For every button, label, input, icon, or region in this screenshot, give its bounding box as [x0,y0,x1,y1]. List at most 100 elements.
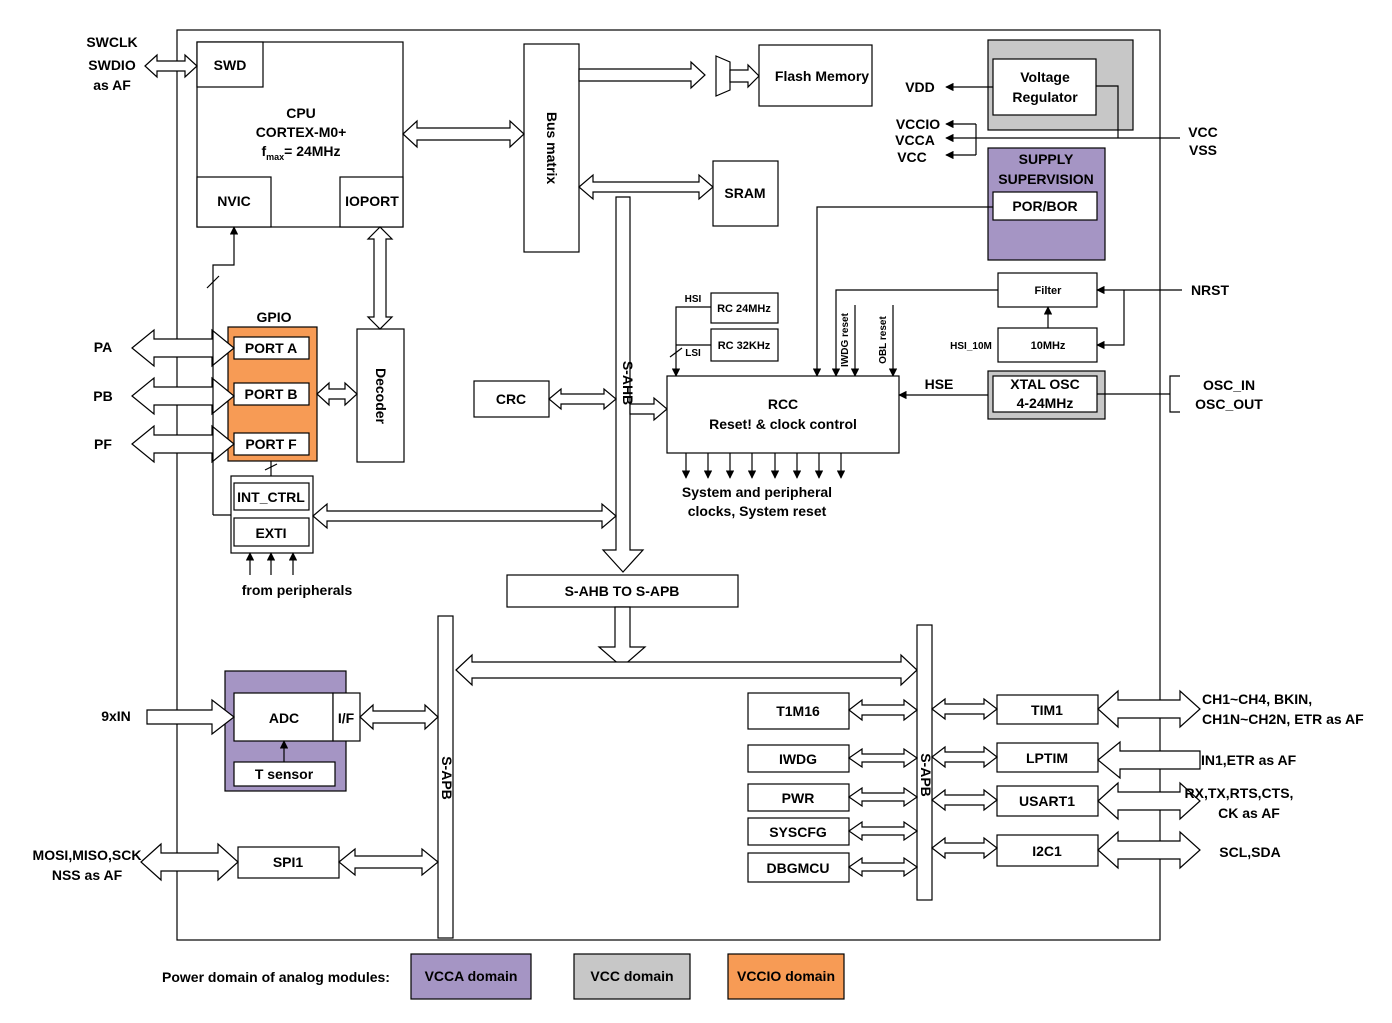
bridge-label: S-AHB TO S-APB [565,583,680,599]
legend-vcc-swatch [573,953,691,1000]
syscfg-block [747,817,850,846]
xtal-label-1: XTAL OSC [1010,376,1080,392]
gpio-label: GPIO [256,309,291,325]
legend-vccio-label: VCCIO domain [737,968,835,984]
rcc-block [666,375,900,454]
dbgmcu-label: DBGMCU [767,860,830,876]
vccio-label: VCCIO [896,116,940,132]
gpio-decoder-arrow [316,381,358,407]
interrupt-bus-tick [206,275,220,289]
dbgmcu-block [747,852,850,883]
hsi-label: HSI [685,294,702,305]
lptim-block [996,742,1099,773]
lptim-pins-label: IN1,ETR as AF [1201,752,1297,768]
s-apb-right-bus [916,624,933,901]
spi1-label: SPI1 [273,854,304,870]
rc24-label: RC 24MHz [717,303,771,315]
s-ahb-bus [601,196,645,573]
nrst-osc-line [1096,290,1125,350]
iwdg-label: IWDG [779,751,817,767]
tim16-block [747,692,850,730]
adc-apb-arrow [359,703,439,731]
nrst-label: NRST [1191,282,1230,298]
por-bor-label: POR/BOR [1012,198,1077,214]
filter-block [997,272,1098,308]
apb-tim1-arrow [931,697,998,721]
spi-apb-arrow [338,847,439,877]
cpu-core-label: CORTEX-M0+ [256,124,347,140]
s-apb-left-bus [437,615,454,939]
legend-vcca-label: VCCA domain [425,968,518,984]
lptim-label: LPTIM [1026,750,1068,766]
mux-flash-arrow [729,63,760,89]
voltage-regulator-label-2: Regulator [1012,89,1078,105]
spi-pins-label-2: NSS as AF [52,867,123,883]
sram-block [712,160,779,227]
osc-in-label: OSC_IN [1203,377,1255,393]
lsi-label: LSI [685,348,701,359]
int-ctrl-block [233,482,310,511]
nvic-label: NVIC [217,193,250,209]
pb-arrow [131,376,235,416]
cpu-bus-arrow [402,119,525,149]
ahb-rcc-arrow [629,396,668,422]
tim1-label: TIM1 [1031,702,1063,718]
iwdg-block [747,744,850,773]
int-ctrl-label: INT_CTRL [237,489,305,505]
syscfg-apb-arrow [847,820,919,842]
spi-pins-label-1: MOSI,MISO,SCK [33,847,142,863]
from-peripherals-arrows [245,552,298,575]
swdio-label: SWDIO [88,57,136,73]
tim1-pins-label-1: CH1~CH4, BKIN, [1202,691,1312,707]
xtal-block [992,375,1098,413]
dbgmcu-apb-arrow [847,856,919,878]
adc-label: ADC [269,710,299,726]
regulator-supply-line [1096,85,1119,138]
swd-arrow [144,53,198,79]
tim1-pins-arrow [1097,689,1201,729]
crc-label: CRC [496,391,526,407]
port-f-label: PORT F [245,436,297,452]
rcc-label: RCC [768,396,798,412]
lptim-pins-arrow [1097,740,1201,780]
pf-label: PF [94,436,112,452]
voltage-regulator-label-1: Voltage [1020,69,1070,85]
usart1-block [996,785,1099,817]
vcc-label: VCC [897,149,927,165]
pb-label: PB [93,388,112,404]
usart-pins-label-1: RX,TX,RTS,CTS, [1185,785,1294,801]
tim16-apb-arrow [848,698,918,722]
ioport-label: IOPORT [345,193,399,209]
gpio-exti-tick [264,463,278,471]
swclk-label: SWCLK [86,34,137,50]
cpu-label: CPU [286,105,316,121]
hsi10-label: HSI_10M [950,341,992,352]
s-apb-left-label: S-APB [439,756,455,800]
rc32-label: RC 32KHz [718,340,771,352]
pa-label: PA [94,339,112,355]
voltage-regulator-block [992,58,1097,116]
supply-supervision-label-2: SUPERVISION [998,171,1093,187]
s-apb-right-label: S-APB [918,753,934,797]
filter-label: Filter [1035,285,1063,297]
i2c-pins-label: SCL,SDA [1219,844,1280,860]
swd-label: SWD [214,57,247,73]
rcc-output-label-1: System and peripheral [682,484,832,500]
legend-vcca-swatch [410,953,532,1000]
if-label: I/F [338,710,355,726]
bus-flash-arrow [578,60,706,90]
tim1-pins-label-2: CH1N~CH2N, ETR as AF [1202,711,1364,727]
pa-arrow [131,328,235,368]
obl-reset-label: OBL reset [878,316,889,364]
flash-block [758,44,873,107]
por-bor-block [992,191,1098,221]
hse-label: HSE [925,376,954,392]
adc-in-label: 9xIN [101,708,131,724]
swd-af-label: as AF [93,77,131,93]
tim1-block [996,694,1099,725]
i2c1-pins-arrow [1097,830,1201,870]
vss-pin-label: VSS [1189,142,1217,158]
por-rcc-line [812,206,993,377]
